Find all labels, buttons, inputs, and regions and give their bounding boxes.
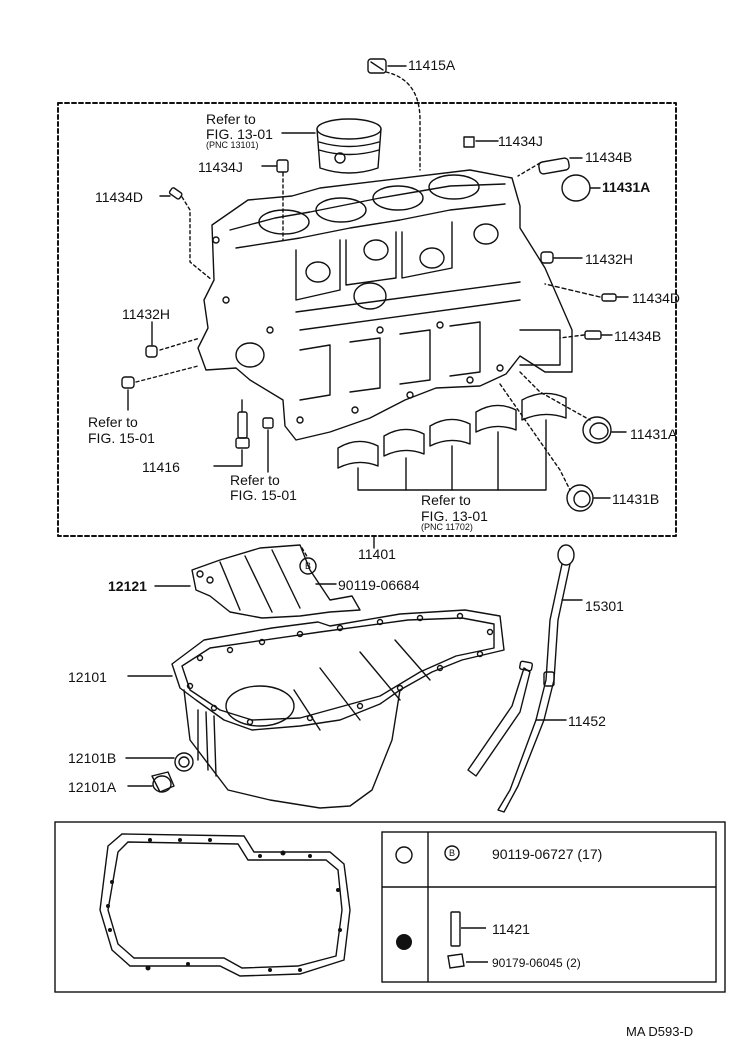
main-bearings (337, 392, 567, 491)
label-11434B-top: 11434B (585, 149, 633, 165)
dipstick-guide-11452 (467, 660, 567, 777)
leader-lines-block (121, 136, 629, 491)
filled-circle-icon (396, 934, 412, 950)
bearing-11431A (582, 416, 627, 444)
ref-bearing-pnc: (PNC 11702) (421, 522, 473, 532)
label-11431A-top: 11431A (602, 179, 651, 195)
label-12101A: 12101A (68, 779, 117, 795)
b-marker-baffle: B (305, 561, 312, 571)
legend-row2-part-b: 90179-06045 (2) (492, 956, 581, 970)
oil-pan-12101 (127, 609, 505, 809)
label-11452: 11452 (568, 713, 606, 729)
label-15301: 15301 (585, 598, 624, 614)
baffle-plate-12121 (154, 544, 361, 619)
label-11431B: 11431B (612, 491, 660, 507)
gasket-legend-box (54, 821, 726, 993)
dipstick-15301 (497, 544, 583, 813)
label-12101B: 12101B (68, 750, 117, 766)
drain-plug (125, 752, 194, 793)
ref-mid-fig: FIG. 15-01 (230, 487, 297, 503)
piston (281, 118, 382, 174)
ref-piston-pnc: (PNC 13101) (206, 140, 259, 150)
label-11401: 11401 (358, 546, 396, 562)
ref-bearing-refer: Refer to (421, 492, 471, 508)
label-11434D-right: 11434D (632, 290, 681, 306)
diagram-code: MA D593-D (626, 1024, 694, 1039)
label-11415A: 11415A (408, 57, 456, 73)
label-11434J-top: 11434J (498, 133, 543, 149)
label-12121: 12121 (108, 578, 147, 594)
label-11434J-left: 11434J (198, 159, 243, 175)
label-12101: 12101 (68, 669, 107, 685)
label-11434D-left: 11434D (95, 189, 144, 205)
label-11432H-right: 11432H (585, 251, 634, 267)
ref-piston-fig: FIG. 13-01 (206, 126, 273, 142)
ref-mid-refer: Refer to (230, 472, 280, 488)
plug-11415A (367, 58, 421, 171)
ref-piston-refer: Refer to (206, 111, 256, 127)
block-assembly-dashed-frame (57, 102, 677, 537)
ref-left-fig: FIG. 15-01 (88, 430, 155, 446)
gasket-outline (99, 833, 351, 977)
ref-left-refer: Refer to (88, 414, 138, 430)
legend-b-marker: B (449, 848, 456, 858)
ref-bearing-fig: FIG. 13-01 (421, 508, 488, 524)
label-11431A-mid: 11431A (630, 426, 678, 442)
legend-row1-part: 90119-06727 (17) (492, 846, 603, 862)
legend-row2-part-a: 11421 (492, 921, 530, 937)
cylinder-block (197, 169, 573, 441)
label-90119-06684: 90119-06684 (338, 577, 420, 593)
label-11416: 11416 (142, 459, 180, 475)
label-11432H-left: 11432H (122, 306, 171, 322)
legend-table (381, 831, 717, 983)
bearing-11431B (566, 484, 611, 512)
label-11434B-right: 11434B (614, 328, 662, 344)
open-circle-icon (395, 846, 413, 864)
b-marker-icon (444, 845, 460, 861)
